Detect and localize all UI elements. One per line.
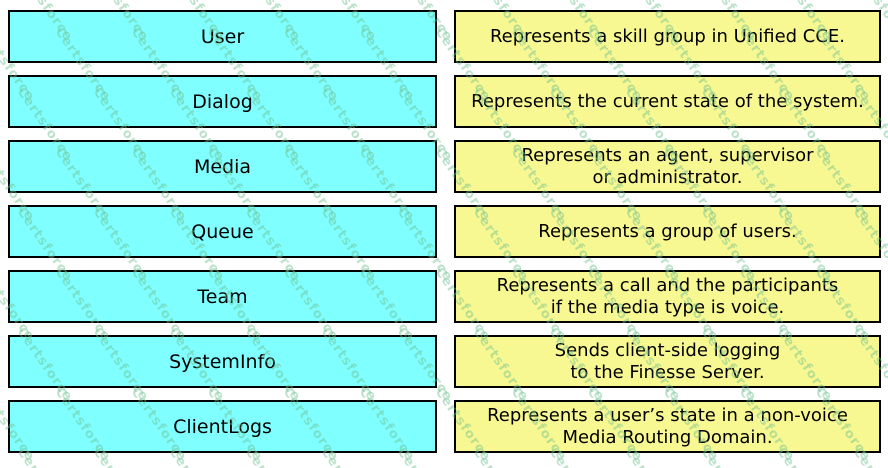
term-label: Media <box>193 155 252 178</box>
description-label: Sends client-side logging to the Finesse… <box>554 340 781 383</box>
term-label: SystemInfo <box>169 350 276 373</box>
term-label: Queue <box>191 220 254 243</box>
matching-exercise: User Represents a skill group in Unified… <box>0 10 888 453</box>
description-label: Represents a call and the participants i… <box>496 275 839 318</box>
term-box-clientlogs[interactable]: ClientLogs <box>8 400 437 453</box>
description-box-5[interactable]: Represents a call and the participants i… <box>454 270 881 323</box>
match-row: Dialog Represents the current state of t… <box>0 75 888 128</box>
match-row: Queue Represents a group of users. <box>0 205 888 258</box>
description-box-7[interactable]: Represents a user’s state in a non-voice… <box>454 400 881 453</box>
match-row: User Represents a skill group in Unified… <box>0 10 888 63</box>
term-box-user[interactable]: User <box>8 10 437 63</box>
term-box-dialog[interactable]: Dialog <box>8 75 437 128</box>
description-label: Represents the current state of the syst… <box>471 90 864 112</box>
term-label: User <box>200 25 245 48</box>
description-box-1[interactable]: Represents a skill group in Unified CCE. <box>454 10 881 63</box>
term-label: Team <box>197 285 248 308</box>
description-label: Represents a skill group in Unified CCE. <box>489 25 846 47</box>
match-row: ClientLogs Represents a user’s state in … <box>0 400 888 453</box>
term-label: Dialog <box>192 90 253 113</box>
term-label: ClientLogs <box>173 415 272 438</box>
match-row: Media Represents an agent, supervisor or… <box>0 140 888 193</box>
description-label: Represents an agent, supervisor or admin… <box>521 145 814 188</box>
description-label: Represents a group of users. <box>538 220 797 242</box>
term-box-queue[interactable]: Queue <box>8 205 437 258</box>
term-box-systeminfo[interactable]: SystemInfo <box>8 335 437 388</box>
match-row: Team Represents a call and the participa… <box>0 270 888 323</box>
description-box-6[interactable]: Sends client-side logging to the Finesse… <box>454 335 881 388</box>
match-row: SystemInfo Sends client-side logging to … <box>0 335 888 388</box>
term-box-media[interactable]: Media <box>8 140 437 193</box>
description-box-2[interactable]: Represents the current state of the syst… <box>454 75 881 128</box>
term-box-team[interactable]: Team <box>8 270 437 323</box>
description-box-4[interactable]: Represents a group of users. <box>454 205 881 258</box>
description-label: Represents a user’s state in a non-voice… <box>487 405 848 448</box>
description-box-3[interactable]: Represents an agent, supervisor or admin… <box>454 140 881 193</box>
